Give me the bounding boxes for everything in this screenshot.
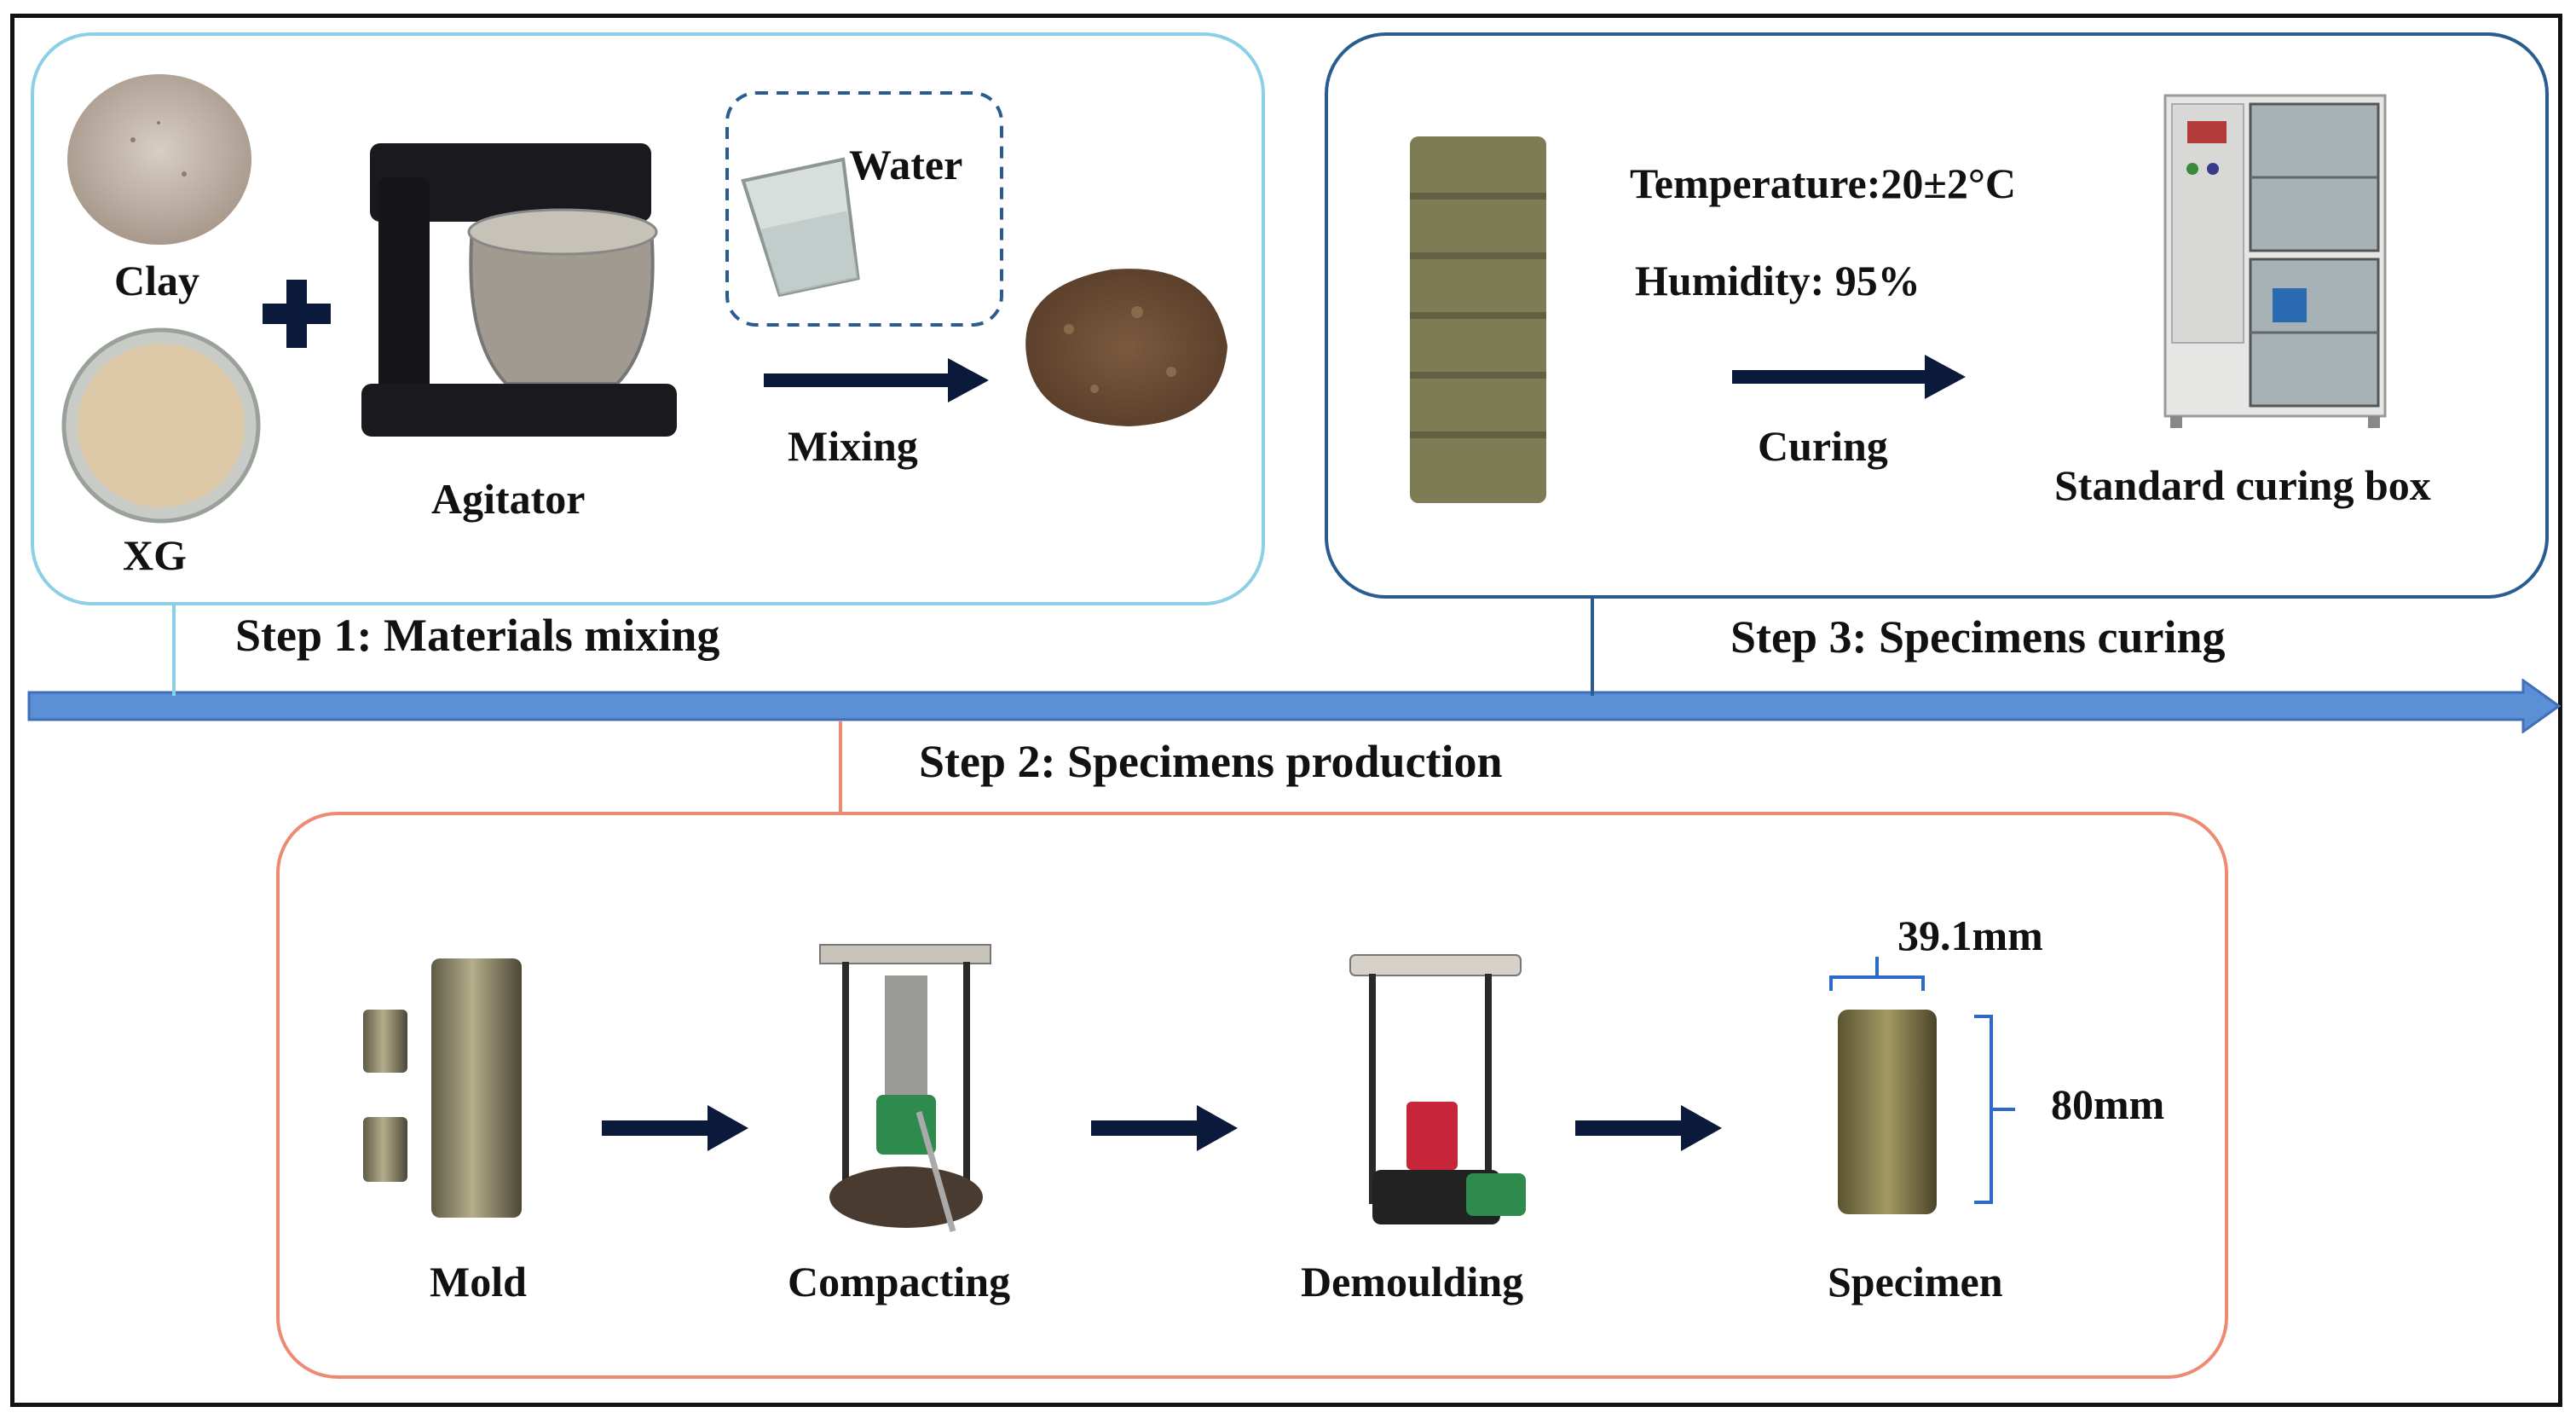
mold-photo [363, 958, 522, 1218]
humidity-label: Humidity: 95% [1635, 257, 1920, 304]
water-label: Water [849, 141, 963, 188]
step1-connector [172, 604, 176, 696]
plus-icon [263, 280, 331, 348]
height-label: 80mm [2051, 1080, 2165, 1128]
curing-box-photo [2163, 94, 2387, 428]
compacting-apparatus-photo [819, 944, 991, 1232]
compacting-label: Compacting [788, 1258, 1011, 1305]
clay-powder-photo [67, 74, 251, 245]
mold-to-compacting-arrow [602, 1105, 748, 1151]
xg-powder-dish-photo [61, 327, 261, 524]
height-dimension-bracket [1974, 1015, 2015, 1204]
step1-label: Step 1: Materials mixing [235, 610, 720, 661]
materials-mixing-panel [31, 32, 1265, 605]
wrapped-specimens-photo [1410, 136, 1546, 503]
clay-label: Clay [114, 257, 199, 304]
process-timeline-arrow [27, 679, 2562, 733]
specimens-curing-panel [1325, 32, 2549, 599]
step3-connector [1591, 597, 1594, 696]
demoulding-label: Demoulding [1301, 1258, 1524, 1305]
mixed-soil-photo [1025, 269, 1227, 426]
water-dashed-box [725, 91, 1003, 327]
specimens-production-panel [276, 812, 2228, 1379]
compacting-to-demoulding-arrow [1091, 1105, 1238, 1151]
mold-label: Mold [430, 1258, 527, 1305]
xg-label: XG [123, 531, 187, 579]
agitator-photo [361, 143, 677, 437]
curing-arrow [1732, 355, 1966, 399]
water-beaker-icon [741, 157, 860, 297]
mixing-arrow [764, 358, 989, 402]
curing-box-label: Standard curing box [2054, 461, 2431, 509]
specimen-label: Specimen [1828, 1258, 2003, 1305]
curing-label: Curing [1758, 422, 1888, 470]
mixing-label: Mixing [788, 422, 918, 470]
figure-frame [10, 14, 2562, 1407]
temperature-label: Temperature:20±2°C [1630, 159, 2016, 207]
step3-label: Step 3: Specimens curing [1730, 611, 2226, 663]
step2-label: Step 2: Specimens production [919, 736, 1503, 787]
diameter-label: 39.1mm [1897, 912, 2043, 959]
step2-connector [839, 721, 842, 813]
diameter-dimension-bracket [1829, 957, 1925, 991]
specimen-photo [1838, 1010, 1937, 1214]
agitator-label: Agitator [431, 475, 586, 523]
demoulding-to-specimen-arrow [1575, 1105, 1722, 1151]
demoulding-apparatus-photo [1349, 954, 1526, 1224]
